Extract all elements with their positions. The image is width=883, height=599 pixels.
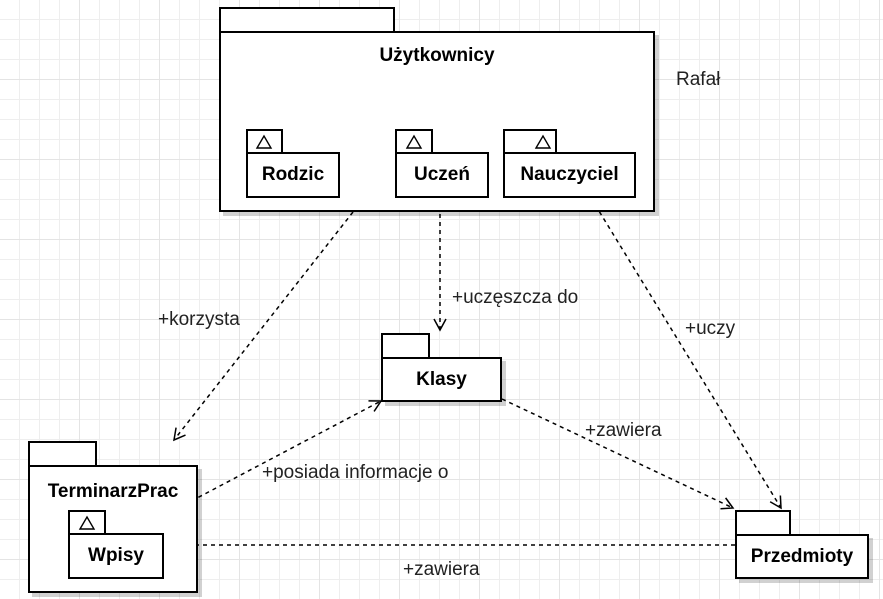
nauczyciel-tab (503, 129, 557, 154)
relation-klasy-zawiera-line (501, 398, 735, 510)
uczen-label: Uczeń (414, 164, 470, 185)
author-label: Rafał (676, 69, 721, 90)
relation-klasy-zawiera-label: +zawiera (585, 420, 662, 441)
terminarz-package[interactable]: TerminarzPrac (28, 465, 198, 593)
triangle-icon (534, 134, 552, 149)
rodzic-tab (246, 129, 283, 154)
wpisy-package[interactable]: Wpisy (68, 533, 164, 579)
uzytkownicy-package-tab (219, 7, 395, 33)
klasy-title: Klasy (416, 368, 467, 390)
rodzic-label: Rodzic (261, 164, 325, 185)
relation-uczy-line (590, 197, 782, 510)
uczen-tab (395, 129, 433, 154)
klasy-package[interactable]: Klasy (381, 357, 502, 402)
relation-posiada-label: +posiada informacje o (262, 462, 449, 483)
relation-korzysta-line (173, 211, 354, 442)
wpisy-tab (68, 510, 106, 535)
triangle-icon (405, 134, 423, 149)
triangle-icon (255, 134, 273, 149)
relation-korzysta-label: +korzysta (158, 309, 240, 330)
uzytkownicy-title: Użytkownicy (379, 45, 495, 66)
relation-posiada-line (162, 400, 383, 517)
relation-uczeszcza-label: +uczęszcza do (452, 287, 579, 308)
terminarz-package-tab (28, 441, 97, 467)
triangle-icon (78, 515, 96, 530)
relation-uczy-label: +uczy (685, 318, 736, 339)
nauczyciel-label: Nauczyciel (520, 164, 619, 185)
przedmioty-title: Przedmioty (750, 545, 854, 567)
przedmioty-package-tab (735, 510, 791, 536)
klasy-package-tab (381, 333, 430, 359)
nauczyciel-package[interactable]: Nauczyciel (503, 152, 636, 198)
przedmioty-package[interactable]: Przedmioty (735, 534, 869, 579)
wpisy-label: Wpisy (88, 545, 144, 566)
terminarz-title: TerminarzPrac (47, 481, 179, 502)
relation-przedmioty-zawiera-label: +zawiera (403, 559, 480, 580)
uczen-package[interactable]: Uczeń (395, 152, 489, 198)
rodzic-package[interactable]: Rodzic (246, 152, 340, 198)
